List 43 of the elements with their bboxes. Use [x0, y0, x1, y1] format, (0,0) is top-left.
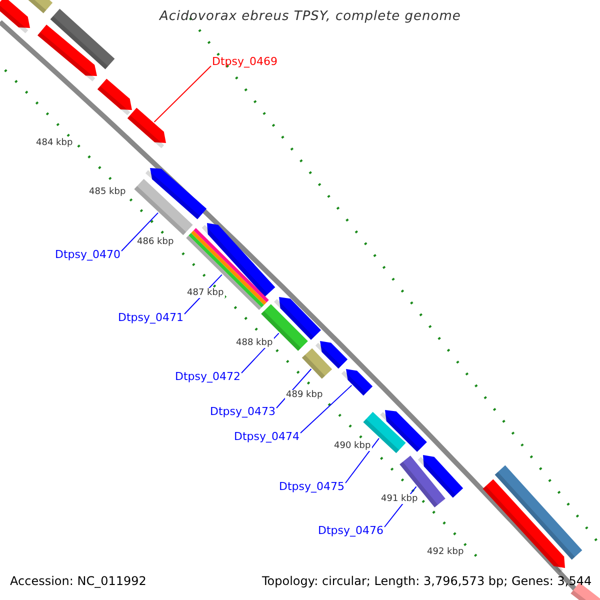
leader-line — [154, 66, 212, 122]
gene-feature — [0, 0, 30, 34]
gene-feature — [27, 0, 53, 14]
gene-feature — [134, 178, 193, 236]
gene-feature — [274, 297, 321, 340]
gene-label: Dtpsy_0469 — [212, 55, 278, 68]
leader-line — [300, 384, 352, 434]
gene-feature — [400, 456, 446, 508]
gene-feature — [302, 348, 332, 379]
genome-info-text: Topology: circular; Length: 3,796,573 bp; Genes: 3,544 — [262, 574, 592, 588]
gene-feature — [494, 465, 582, 560]
gene-label: Dtpsy_0475 — [279, 480, 345, 493]
title: Acidovorax ebreus TPSY, complete genome — [160, 9, 461, 24]
scale-tick-label: 486 kbp — [136, 237, 175, 247]
scale-tick-label: 487 kbp — [186, 288, 225, 298]
leader-line — [121, 212, 159, 252]
leader-line — [345, 438, 380, 484]
scale-tick-label: 491 kbp — [380, 494, 419, 504]
gene-feature — [418, 455, 464, 498]
gene-feature — [482, 479, 565, 573]
gene-feature — [127, 108, 166, 148]
gene-feature — [97, 78, 132, 116]
scale-tick-label: 490 kbp — [333, 441, 372, 451]
gene-label: Dtpsy_0474 — [234, 430, 300, 443]
gene-feature — [341, 369, 373, 396]
gene-label: Dtpsy_0472 — [175, 370, 241, 383]
gene-feature — [38, 24, 97, 82]
gene-label: Dtpsy_0470 — [55, 248, 121, 261]
scale-tick-label: 484 kbp — [35, 138, 74, 148]
gene-feature — [50, 8, 115, 70]
scale-tick-label: 485 kbp — [88, 187, 127, 197]
scale-tick-label: 488 kbp — [235, 338, 274, 348]
gene-feature — [380, 410, 427, 452]
gene-feature — [145, 168, 207, 220]
scale-tick-label: 489 kbp — [285, 390, 324, 400]
gene-label: Dtpsy_0476 — [318, 524, 384, 537]
gene-feature — [315, 341, 348, 369]
gene-feature — [186, 228, 269, 310]
accession-text: Accession: NC_011992 — [10, 574, 146, 588]
scale-tick-label: 492 kbp — [426, 547, 465, 557]
gene-label: Dtpsy_0471 — [118, 311, 184, 324]
gene-feature — [202, 223, 276, 297]
gene-label: Dtpsy_0473 — [210, 405, 276, 418]
